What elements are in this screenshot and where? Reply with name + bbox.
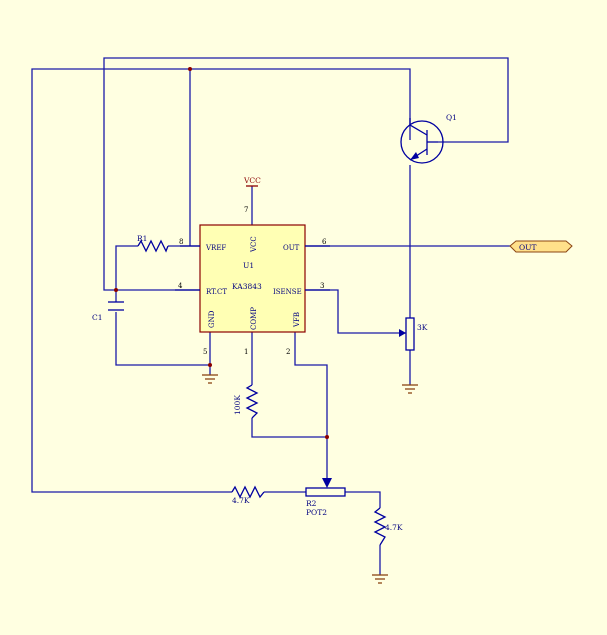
ic-body[interactable] — [199, 224, 306, 333]
r3k-wiper-arrow — [399, 329, 406, 337]
vcc-power-symbol[interactable]: VCC — [243, 176, 261, 187]
resistor-3k[interactable]: 3K — [399, 317, 428, 351]
resistor-r1[interactable]: R1 — [137, 234, 169, 253]
pin-label-vref: VREF — [205, 244, 226, 252]
c1-label: C1 — [92, 313, 103, 322]
pot-designator: R2 — [306, 499, 317, 508]
wire-c1-bottom[interactable] — [115, 312, 210, 366]
ic-designator: U1 — [243, 261, 254, 270]
pin-number-rtct: 4 — [178, 282, 183, 290]
output-port[interactable]: OUT — [509, 240, 573, 253]
r3k-body — [405, 317, 415, 351]
junction-vref-top — [188, 67, 192, 71]
r-lower-label: 4.7K — [385, 523, 403, 532]
pin-number-isense: 3 — [320, 282, 324, 290]
junction-gnd — [208, 363, 212, 367]
r-input-label: 4.7K — [232, 496, 250, 505]
q1-emitter-arrow — [410, 152, 419, 160]
wire-isense[interactable] — [305, 289, 406, 334]
q1-collector — [409, 124, 428, 136]
transistor-q1[interactable]: Q1 — [400, 113, 457, 164]
q1-body — [400, 120, 444, 164]
ic-part-number: KA3843 — [232, 282, 262, 291]
ground-ic — [202, 374, 218, 384]
ic-u1[interactable]: U1 KA3843 VREF RT.CT OUT ISENSE VCC GND … — [175, 206, 330, 356]
r1-label: R1 — [137, 234, 147, 243]
resistor-input-4k7[interactable]: 4.7K — [231, 485, 265, 505]
pin-number-comp: 1 — [244, 348, 248, 356]
out-port-label: OUT — [519, 243, 536, 252]
pin-label-rtct: RT.CT — [206, 288, 227, 296]
pin-number-vcc: 7 — [244, 206, 248, 214]
pin-label-gnd: GND — [208, 310, 216, 328]
wire-r1-left[interactable] — [115, 245, 138, 290]
r3k-label: 3K — [417, 323, 428, 332]
ground-bottom — [372, 574, 388, 584]
out-port-shape[interactable] — [509, 240, 573, 253]
r-input-zigzag — [231, 485, 265, 499]
r1-zigzag — [137, 239, 169, 253]
pin-number-gnd: 5 — [203, 348, 207, 356]
pin-number-out: 6 — [322, 238, 327, 246]
pin-label-out: OUT — [283, 244, 300, 252]
wire-pot-right[interactable] — [345, 491, 381, 508]
pin-label-vfb: VFB — [293, 312, 301, 328]
wire-top-loop[interactable] — [103, 57, 509, 291]
pot-body — [305, 487, 346, 497]
pot-value: POT2 — [306, 508, 327, 517]
vcc-label: VCC — [243, 176, 261, 185]
r100k-zigzag — [245, 384, 259, 419]
r-lower-zigzag — [373, 507, 387, 546]
resistor-lower-4k7[interactable]: 4.7K — [373, 507, 403, 546]
pin-label-isense: ISENSE — [273, 288, 302, 296]
pin-label-comp: COMP — [250, 307, 258, 330]
junction-comp-vfb — [325, 435, 329, 439]
q1-label: Q1 — [446, 113, 457, 122]
junctions — [114, 67, 329, 439]
potentiometer-r2[interactable]: R2 POT2 — [305, 478, 346, 517]
wire-vfb[interactable] — [294, 332, 328, 478]
pot-wiper-arrow — [322, 478, 332, 488]
r100k-label: 100K — [233, 395, 242, 415]
pin-label-vcc: VCC — [250, 236, 258, 253]
junction-c1 — [114, 288, 118, 292]
resistor-100k[interactable]: 100K — [233, 384, 259, 419]
wire-comp-low[interactable] — [251, 418, 327, 438]
pin-number-vref: 8 — [179, 238, 183, 246]
ground-sense — [402, 384, 418, 394]
capacitor-c1[interactable]: C1 — [92, 301, 124, 322]
wire-outer-feedback[interactable] — [31, 68, 411, 493]
pin-number-vfb: 2 — [286, 348, 290, 356]
